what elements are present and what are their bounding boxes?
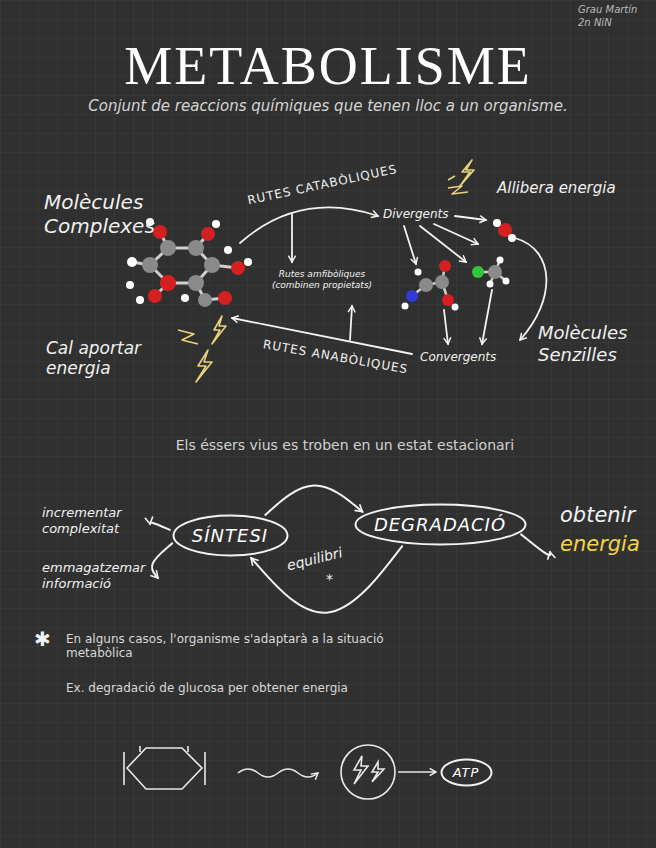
class-name: 2n NiN xyxy=(578,17,653,29)
chloromethane-molecule xyxy=(472,257,510,288)
amino-acid-molecule xyxy=(439,260,451,272)
purpose-note: emmagatzemar informació xyxy=(42,560,154,591)
glucose-molecule xyxy=(148,289,162,303)
amino-acid-molecule xyxy=(402,260,459,311)
energy-circle xyxy=(341,745,395,799)
node-label: ATP xyxy=(440,765,493,780)
glucose-molecule xyxy=(136,296,144,304)
amino-acid-molecule xyxy=(435,275,449,289)
route-arrows xyxy=(350,306,352,340)
ellipse-node: DEGRADACIÓ xyxy=(354,503,527,546)
route-arrows xyxy=(455,216,486,220)
chloromethane-molecule xyxy=(503,278,510,285)
glucose-molecule xyxy=(204,257,220,273)
asterisk: * xyxy=(326,571,340,588)
glucose-molecule xyxy=(126,281,134,289)
chloromethane-molecule xyxy=(497,257,504,264)
author-name: Grau Martín xyxy=(578,4,653,16)
glucose-molecule xyxy=(201,227,215,241)
route-arrows xyxy=(444,310,448,344)
molecule-caption: Molècules Senzilles xyxy=(538,322,650,365)
amino-acid-molecule xyxy=(419,278,433,292)
chloromethane-molecule xyxy=(487,281,494,288)
route-arrows xyxy=(434,224,478,244)
energy-circle xyxy=(372,762,384,782)
lightning-symbol xyxy=(212,316,226,344)
route-type: Convergents xyxy=(420,350,510,364)
amino-acid-molecule xyxy=(415,269,422,276)
cycle-arrow xyxy=(265,486,362,515)
route-arrows xyxy=(291,214,293,262)
glucose-molecule xyxy=(127,257,137,267)
glucose-molecule xyxy=(244,258,252,266)
water-molecule xyxy=(493,219,516,242)
chloromethane-molecule xyxy=(488,265,502,279)
example-note: Ex. degradació de glucosa per obtener en… xyxy=(66,681,466,695)
chloromethane-molecule xyxy=(472,266,484,278)
purpose-note: obtenir xyxy=(560,503,652,528)
purpose-arrow xyxy=(521,534,550,555)
ellipse-node: SÍNTESI xyxy=(172,514,289,557)
route-arrows xyxy=(232,207,546,354)
energy-circle xyxy=(354,756,368,784)
energy-circle xyxy=(341,745,436,799)
ellipse-node: ATP xyxy=(440,758,493,787)
glucose-molecule xyxy=(198,293,212,307)
route-arrows xyxy=(240,207,378,243)
energy-note: Cal aportar energia xyxy=(46,338,161,379)
lightning-symbol xyxy=(448,176,455,180)
lightning-symbol xyxy=(460,160,474,186)
glucose-molecule xyxy=(231,261,245,275)
node-label: SÍNTESI xyxy=(172,525,289,546)
glucose-molecule xyxy=(153,225,167,239)
amino-acid-molecule xyxy=(406,290,418,302)
title: METABOLISME xyxy=(0,34,656,99)
route-type: Divergents xyxy=(383,207,458,221)
asterisk: ✱ xyxy=(34,627,56,651)
water-molecule xyxy=(493,219,501,227)
route-name: Rutes amfibòliques (combinen propietats) xyxy=(268,269,376,291)
purpose-note: energia xyxy=(560,532,652,557)
amino-acid-molecule xyxy=(442,294,454,306)
glucose-molecule xyxy=(160,275,176,291)
purpose-arrow xyxy=(152,543,172,578)
lightning-symbol xyxy=(178,330,198,344)
subtitle: Conjunt de reaccions químiques que tenen… xyxy=(18,97,638,115)
glucose-molecule xyxy=(212,220,220,228)
route-arrows xyxy=(482,290,492,344)
lightning-symbol xyxy=(448,186,468,194)
squiggle-arrow xyxy=(238,769,318,777)
route-arrows xyxy=(404,226,416,264)
glucose-molecule xyxy=(224,246,232,254)
amino-acid-molecule xyxy=(452,304,459,311)
glucose-molecule xyxy=(160,240,176,256)
lightning-symbol xyxy=(178,160,474,382)
glucose-molecule xyxy=(181,294,189,302)
note: En alguns casos, l'organisme s'adaptarà … xyxy=(66,632,396,661)
energy-circle xyxy=(398,771,436,773)
energy-note: Allibera energia xyxy=(497,179,647,197)
glucose-molecule xyxy=(188,240,204,256)
glucose-ring-sketch xyxy=(124,746,205,789)
glucose-molecule xyxy=(218,291,232,305)
purpose-note: incrementar complexitat xyxy=(42,505,144,536)
glucose-ring-sketch xyxy=(124,746,205,785)
amino-acid-molecule xyxy=(402,303,409,310)
molecule-caption: Molècules Complexes xyxy=(44,190,169,238)
node-label: DEGRADACIÓ xyxy=(354,514,527,535)
route-arrows xyxy=(420,226,466,262)
glucose-molecule xyxy=(142,257,158,273)
statement: Els éssers vius es troben en un estat es… xyxy=(100,437,590,454)
purpose-arrow xyxy=(150,523,170,530)
lightning-symbol xyxy=(196,350,212,382)
glucose-molecule xyxy=(188,275,204,291)
glucose-ring-sketch xyxy=(127,748,202,789)
squiggle-arrow xyxy=(238,769,318,777)
